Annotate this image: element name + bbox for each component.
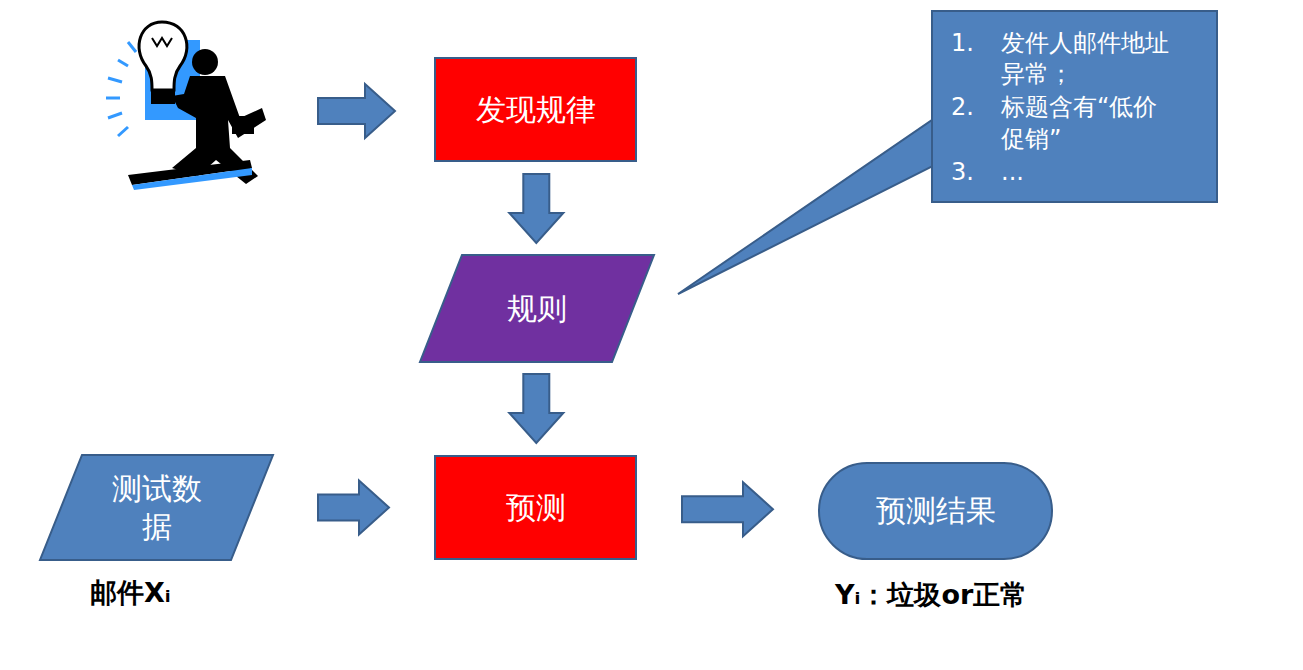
callout-text: 发件人邮件地址异常；	[1001, 28, 1176, 90]
block-arrow	[509, 174, 563, 243]
block-arrow	[318, 84, 395, 138]
data-parallelogram: 规则	[420, 255, 654, 362]
callout-number: 3.	[951, 157, 1001, 188]
terminal-box: 预测结果Yᵢ：垃圾or正常	[818, 462, 1053, 560]
box-label: 发现规律	[476, 91, 596, 129]
block-arrow	[682, 482, 773, 536]
callout-number: 1.	[951, 28, 1001, 90]
block-arrow	[318, 481, 389, 535]
light-rays	[106, 42, 136, 136]
text-holder: 预测	[436, 457, 635, 558]
parallelogram-shape	[40, 455, 273, 560]
block-arrow	[509, 374, 563, 443]
idea-person-illustration	[106, 22, 266, 190]
callout-box: 1.发件人邮件地址异常；2.标题含有“低价促销”3....	[931, 10, 1218, 203]
caption-label: 邮件Xᵢ	[90, 575, 171, 611]
callout-text: ...	[1001, 157, 1176, 188]
box-label: 规则	[507, 290, 567, 328]
text-holder: 预测结果	[820, 464, 1051, 558]
text-holder: 发现规律	[436, 59, 635, 160]
callout-number: 2.	[951, 92, 1001, 154]
callout-text: 标题含有“低价促销”	[1001, 92, 1176, 154]
parallelogram-shape	[420, 255, 654, 362]
callout-tail	[678, 118, 935, 294]
lightbulb	[139, 22, 187, 90]
process-box: 发现规律	[434, 57, 637, 162]
box-label: 预测结果	[876, 492, 996, 530]
box-label: 预测	[506, 489, 566, 527]
text-holder: 测试数据	[40, 455, 273, 560]
parallelogram-outline	[40, 455, 273, 560]
process-box: 预测	[434, 455, 637, 560]
caption-label: Yᵢ：垃圾or正常	[835, 577, 1027, 613]
text-holder: 规则	[420, 255, 654, 362]
data-parallelogram: 测试数据邮件Xᵢ	[40, 455, 273, 560]
person-head	[192, 49, 218, 75]
box-label: 测试数据	[107, 470, 207, 545]
callout-list: 1.发件人邮件地址异常；2.标题含有“低价促销”3....	[933, 12, 1216, 188]
